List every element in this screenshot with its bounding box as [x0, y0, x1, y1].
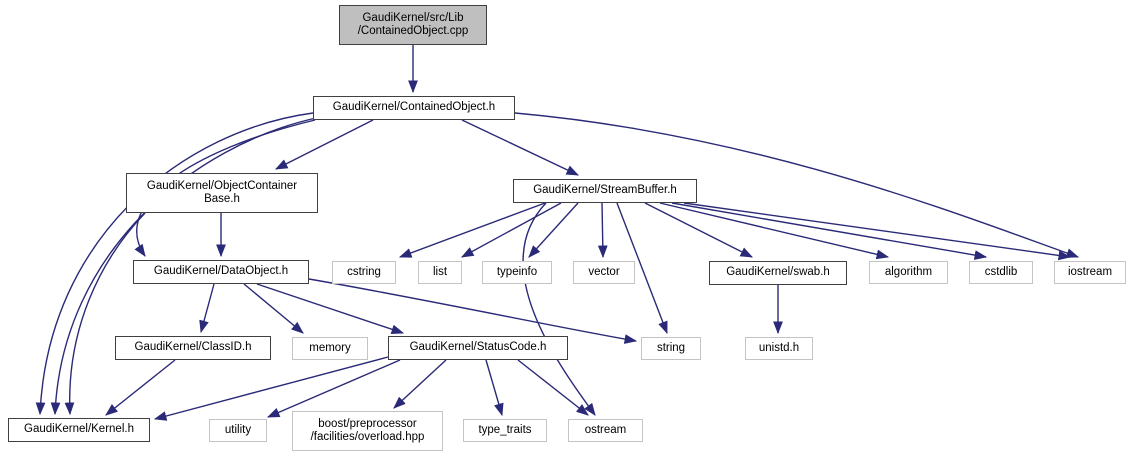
edge-statuscode_h-boost_overload_hpp — [393, 359, 447, 409]
node-iostream[interactable]: iostream — [1054, 261, 1126, 284]
node-string[interactable]: string — [641, 337, 701, 360]
edge-streambuffer_h-list — [461, 202, 562, 258]
node-ostream[interactable]: ostream — [568, 419, 643, 442]
edge-streambuffer_h-cstdlib — [671, 202, 988, 260]
node-containedobject-h[interactable]: GaudiKernel/ContainedObject.h — [313, 96, 515, 120]
edge-dataobject_h-classid_h — [199, 283, 215, 334]
edge-streambuffer_h-algorithm — [659, 202, 890, 260]
edge-objectcontainerbase_h-kernel_h — [64, 212, 146, 416]
edge-streambuffer_h-ostream — [522, 202, 596, 416]
node-boost-overload-hpp[interactable]: boost/preprocessor /facilities/overload.… — [292, 411, 443, 451]
node-vector[interactable]: vector — [573, 261, 635, 284]
node-kernel-h[interactable]: GaudiKernel/Kernel.h — [8, 418, 150, 442]
node-dataobject-h[interactable]: GaudiKernel/DataObject.h — [133, 260, 309, 284]
node-cstring[interactable]: cstring — [332, 261, 396, 284]
node-streambuffer-h[interactable]: GaudiKernel/StreamBuffer.h — [513, 179, 697, 203]
edge-containedobject_h-objectcontainerbase_h — [275, 119, 374, 170]
node-memory[interactable]: memory — [292, 337, 368, 360]
edge-statuscode_h-type_traits — [485, 359, 504, 417]
edge-containedobject_h-iostream — [514, 112, 1080, 258]
node-containedobject-cpp[interactable]: GaudiKernel/src/Lib /ContainedObject.cpp — [339, 5, 487, 45]
node-algorithm[interactable]: algorithm — [869, 261, 948, 284]
node-classid-h[interactable]: GaudiKernel/ClassID.h — [115, 336, 271, 360]
edge-dataobject_h-memory — [243, 283, 304, 334]
edge-classid_h-kernel_h — [105, 359, 176, 416]
node-utility[interactable]: utility — [209, 419, 267, 442]
node-unistd-h[interactable]: unistd.h — [745, 337, 813, 360]
node-statuscode-h[interactable]: GaudiKernel/StatusCode.h — [388, 336, 568, 360]
edge-statuscode_h-kernel_h — [153, 356, 389, 421]
node-type-traits[interactable]: type_traits — [463, 419, 547, 442]
node-swab-h[interactable]: GaudiKernel/swab.h — [709, 261, 847, 285]
node-typeinfo[interactable]: typeinfo — [482, 261, 552, 284]
edge-dataobject_h-string — [308, 278, 638, 344]
edge-streambuffer_h-swab_h — [644, 202, 753, 258]
edge-streambuffer_h-cstring — [398, 202, 546, 258]
edge-dataobject_h-statuscode_h — [256, 283, 405, 334]
edge-containedobject_h-streambuffer_h — [461, 119, 580, 176]
node-cstdlib[interactable]: cstdlib — [969, 261, 1033, 284]
node-objectcontainerbase-h[interactable]: GaudiKernel/ObjectContainer Base.h — [126, 173, 318, 213]
edge-streambuffer_h-iostream — [683, 202, 1072, 261]
edge-statuscode_h-utility — [266, 359, 401, 418]
edge-streambuffer_h-typeinfo — [528, 202, 579, 258]
edge-statuscode_h-ostream — [517, 359, 589, 416]
edge-streambuffer_h-string — [616, 202, 668, 335]
node-list[interactable]: list — [418, 261, 462, 284]
edge-streambuffer_h-vector — [597, 202, 608, 259]
